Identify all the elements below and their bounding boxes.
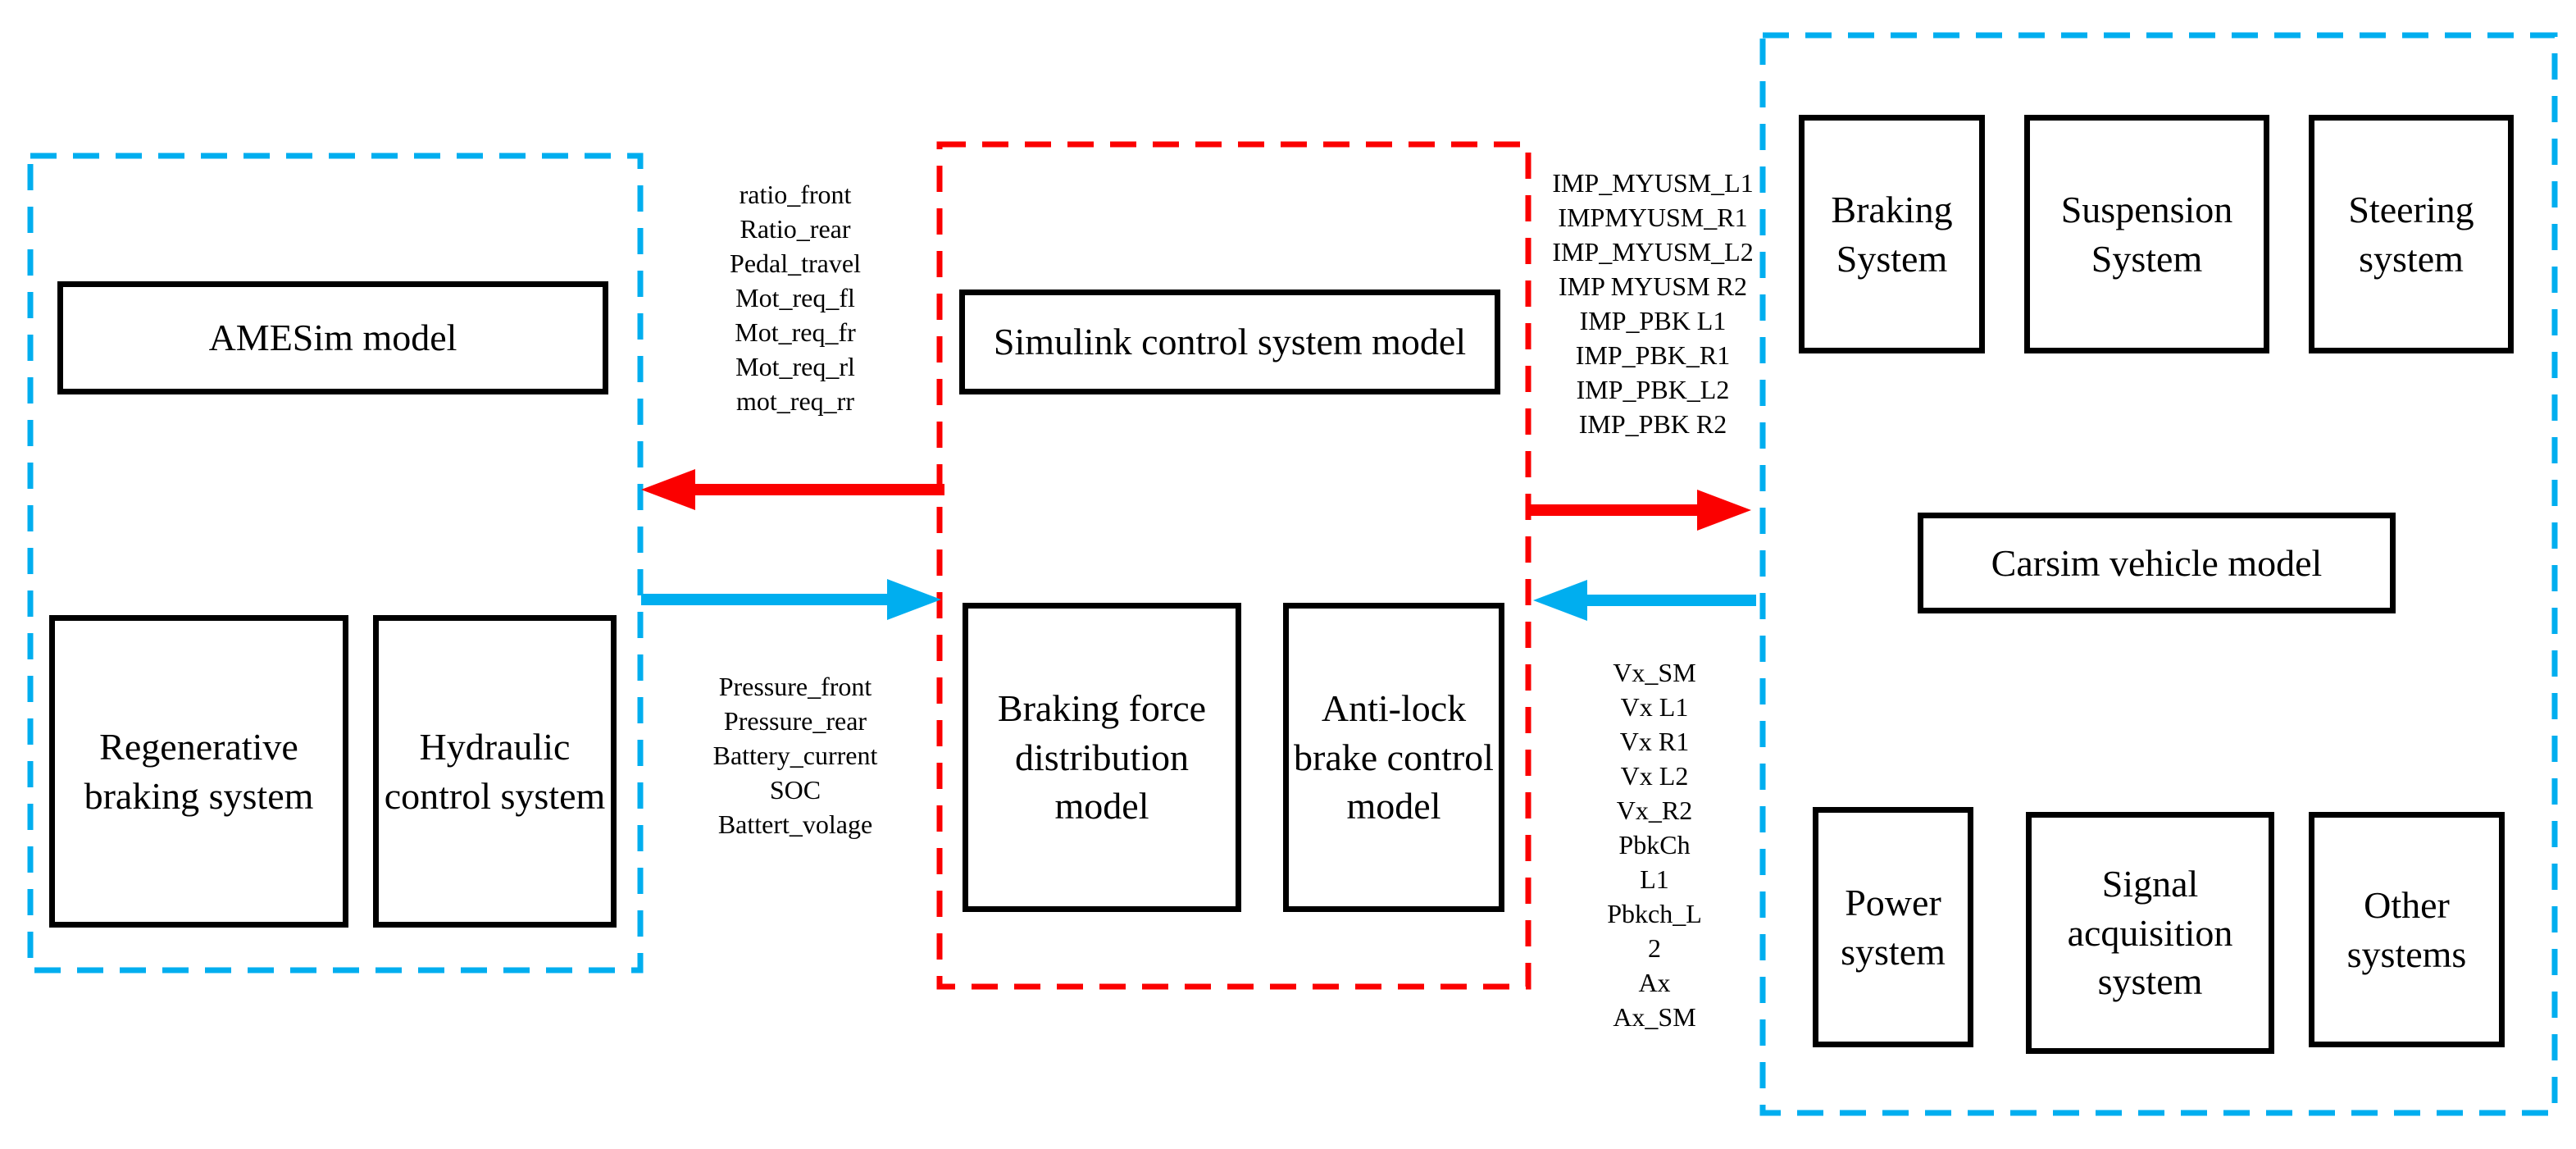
signal-label: L1 [1640, 864, 1669, 894]
signal-label: Battery_current [712, 741, 878, 770]
anti-lock-brake-control-model-label: Anti-lock brake control model [1294, 686, 1494, 828]
power-system-box: Power system [1813, 807, 1973, 1047]
signal-acquisition-system-box: Signal acquisition system [2026, 812, 2274, 1054]
suspension-system-label: Suspension System [2060, 188, 2233, 280]
simulink-control-system-model-label: Simulink control system model [993, 321, 1467, 363]
braking-force-distribution-model-label: Braking force distribution model [997, 686, 1207, 828]
signal-label: 2 [1648, 933, 1661, 963]
signals-amesim-to-simulink: Pressure_front Pressure_rear Battery_cur… [680, 669, 910, 841]
signal-label: Pressure_front [718, 672, 872, 701]
signal-label: ratio_front [739, 180, 852, 209]
regenerative-braking-system-label: Regenerative braking system [84, 725, 314, 817]
signal-label: IMP_MYUSM_L2 [1552, 237, 1754, 267]
amesim-model-box: AMESim model [57, 281, 608, 394]
signal-label: Pbkch_L [1607, 899, 1702, 928]
braking-system-label: Braking System [1831, 188, 1953, 280]
signal-label: Vx R1 [1619, 727, 1690, 756]
signal-label: Battert_volage [717, 809, 873, 839]
power-system-label: Power system [1841, 881, 1946, 973]
carsim-vehicle-model-label: Carsim vehicle model [1991, 541, 2323, 584]
signal-label: IMP_PBK R2 [1578, 409, 1727, 439]
steering-system-box: Steering system [2309, 115, 2514, 353]
signal-acquisition-system-label: Signal acquisition system [2067, 862, 2233, 1003]
regenerative-braking-system-box: Regenerative braking system [49, 615, 348, 928]
signal-label: mot_req_rr [736, 386, 854, 416]
signal-label: Vx L2 [1620, 761, 1689, 791]
signal-label: IMP_PBK L1 [1579, 306, 1727, 335]
signal-label: PbkCh [1618, 830, 1691, 859]
signal-label: IMP_PBK_L2 [1576, 375, 1730, 404]
signal-label: Pedal_travel [730, 248, 861, 278]
steering-system-label: Steering system [2348, 188, 2474, 280]
signal-label: IMP_PBK_R1 [1575, 340, 1731, 370]
braking-system-box: Braking System [1799, 115, 1985, 353]
signal-label: Mot_req_rl [735, 352, 855, 381]
arrow-red-simulink-to-carsim [1528, 490, 1751, 531]
signal-label: SOC [769, 775, 821, 805]
signals-carsim-to-simulink: Vx_SM Vx L1 Vx R1 Vx L2 Vx_R2 PbkCh L1 P… [1540, 655, 1769, 1034]
hydraulic-control-system-label: Hydraulic control system [384, 725, 606, 817]
simulink-control-system-model-box: Simulink control system model [959, 290, 1500, 394]
signals-simulink-to-carsim: IMP_MYUSM_L1 IMPMYUSM_R1 IMP_MYUSM_L2 IM… [1535, 166, 1771, 441]
carsim-vehicle-model-box: Carsim vehicle model [1918, 513, 2396, 613]
signal-label: Ax [1638, 968, 1671, 997]
signal-label: Mot_req_fr [735, 317, 856, 347]
signal-label: Mot_req_fl [735, 283, 855, 312]
signal-label: IMPMYUSM_R1 [1558, 203, 1748, 232]
arrow-blue-carsim-to-simulink [1533, 580, 1756, 621]
hydraulic-control-system-box: Hydraulic control system [373, 615, 617, 928]
signal-label: Ax_SM [1613, 1002, 1696, 1032]
signal-label: Ratio_rear [740, 214, 851, 244]
arrow-blue-amesim-to-simulink [641, 579, 941, 620]
signal-label: Vx_SM [1613, 658, 1696, 687]
suspension-system-box: Suspension System [2024, 115, 2269, 353]
signal-label: IMP_MYUSM_L1 [1552, 168, 1754, 198]
signal-label: Vx L1 [1620, 692, 1689, 722]
anti-lock-brake-control-model-box: Anti-lock brake control model [1283, 603, 1504, 912]
braking-force-distribution-model-box: Braking force distribution model [963, 603, 1241, 912]
signals-simulink-to-amesim: ratio_front Ratio_rear Pedal_travel Mot_… [680, 177, 910, 418]
amesim-model-label: AMESim model [208, 317, 457, 359]
signal-label: IMP MYUSM R2 [1559, 271, 1747, 301]
arrow-red-simulink-to-amesim [641, 469, 944, 510]
signal-label: Pressure_rear [723, 706, 867, 736]
other-systems-box: Other systems [2309, 812, 2505, 1047]
other-systems-label: Other systems [2346, 883, 2467, 975]
signal-label: Vx_R2 [1616, 796, 1693, 825]
